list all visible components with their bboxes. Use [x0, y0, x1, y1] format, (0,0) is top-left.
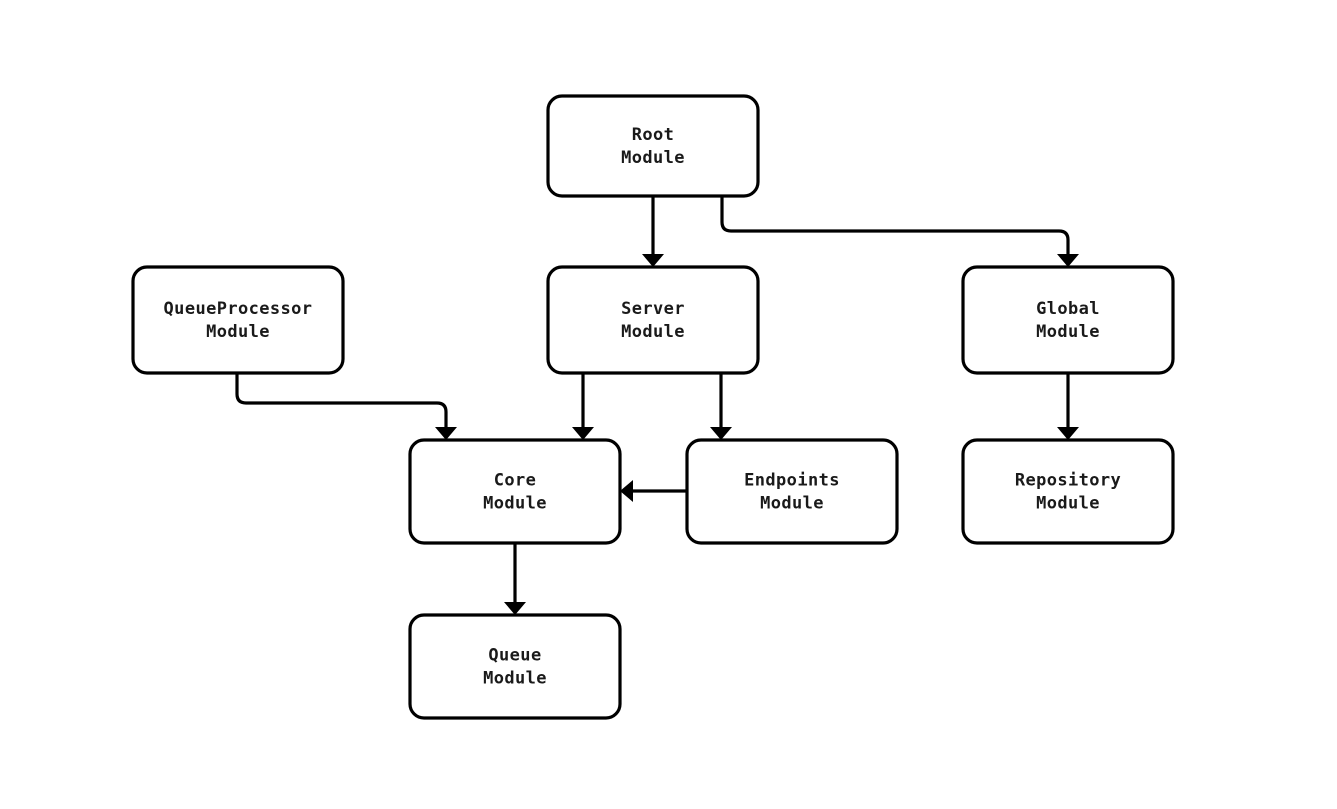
node-box[interactable] [546, 265, 760, 375]
node-label-secondary: Module [483, 494, 547, 514]
edge-global-to-repository [1057, 373, 1079, 440]
edge-line [235, 373, 448, 431]
arrowhead-icon [572, 427, 594, 440]
nodes-layer: RootModuleQueueProcessorModuleServerModu… [131, 94, 1175, 720]
arrowhead-icon [1057, 427, 1079, 440]
node-box[interactable] [546, 94, 760, 198]
node-label-secondary: Module [206, 322, 270, 342]
node-label-primary: Queue [488, 646, 541, 666]
node-label-primary: Global [1036, 299, 1100, 319]
node-box[interactable] [961, 265, 1175, 375]
edge-endpoints-to-core [620, 480, 687, 502]
edges-layer [235, 196, 1079, 615]
node-label-secondary: Module [1036, 322, 1100, 342]
edge-root-to-global [720, 196, 1079, 267]
node-label-secondary: Module [621, 322, 685, 342]
edge-server-to-core [572, 373, 594, 440]
edge-server-to-endpoints [710, 373, 732, 440]
node-label-secondary: Module [483, 669, 547, 689]
node-label-secondary: Module [1036, 494, 1100, 514]
node-label-secondary: Module [760, 494, 824, 514]
node-box[interactable] [408, 613, 622, 720]
arrowhead-icon [642, 254, 664, 267]
node-label-primary: Root [632, 125, 675, 145]
arrowhead-icon [1057, 254, 1079, 267]
edge-queueprocessor-to-core [235, 373, 457, 440]
node-box[interactable] [131, 265, 345, 375]
node-label-primary: Endpoints [744, 471, 840, 491]
node-box[interactable] [685, 438, 899, 545]
edge-root-to-server [642, 196, 664, 267]
node-box[interactable] [961, 438, 1175, 545]
node-label-primary: Core [494, 471, 537, 491]
arrowhead-icon [435, 427, 457, 440]
node-label-primary: Repository [1015, 471, 1121, 491]
arrowhead-icon [504, 602, 526, 615]
arrowhead-icon [710, 427, 732, 440]
node-label-primary: Server [621, 299, 685, 319]
edge-core-to-queue [504, 543, 526, 615]
node-box[interactable] [408, 438, 622, 545]
node-label-secondary: Module [621, 148, 685, 168]
arrowhead-icon [620, 480, 633, 502]
edge-line [720, 196, 1070, 258]
node-label-primary: QueueProcessor [164, 299, 313, 319]
